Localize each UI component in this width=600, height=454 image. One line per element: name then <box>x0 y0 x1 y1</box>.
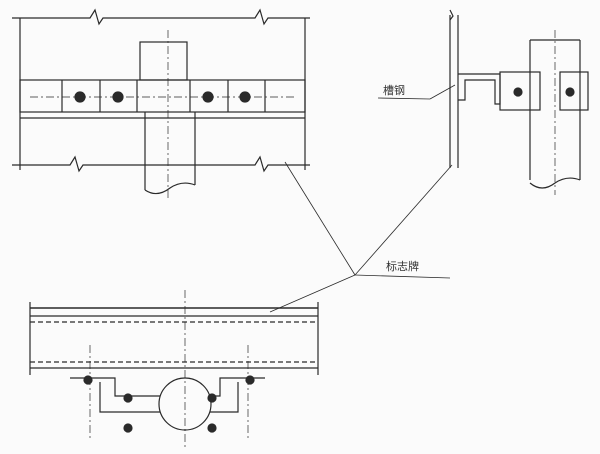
plan-view <box>12 8 310 200</box>
leader-lines <box>269 84 456 313</box>
elevation-view <box>29 290 319 450</box>
bolt-icons <box>74 91 251 103</box>
side-view <box>449 9 589 195</box>
channel-steel-label: 槽钢 <box>383 84 405 97</box>
sign-plate-label: 标志牌 <box>386 260 419 273</box>
bolt-icons <box>83 375 255 433</box>
